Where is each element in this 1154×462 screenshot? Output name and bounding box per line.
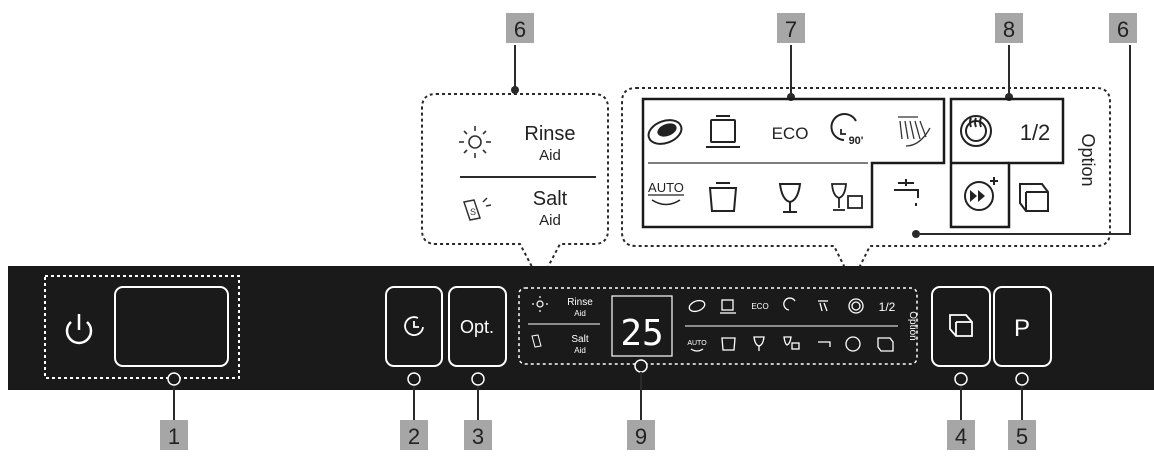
panel-90-icon	[783, 297, 796, 311]
panel-option-label: Option	[907, 311, 918, 340]
half-load-label: 1/2	[1020, 120, 1051, 145]
pot-wash-icon	[706, 115, 740, 148]
digital-display	[611, 295, 673, 357]
option-label: Option	[1078, 133, 1098, 186]
option-button-label: Opt.	[460, 317, 494, 337]
mixed-load-icon	[831, 183, 863, 211]
upper-basket-icon	[1019, 183, 1049, 212]
callout-number: 2	[408, 424, 420, 449]
callout-2: 2	[400, 420, 428, 450]
button-indicator-dots	[167, 359, 1029, 386]
auto-program-icon: AUTO	[648, 180, 684, 206]
callout-number: 4	[955, 424, 967, 449]
panel-hygiene-icon	[848, 298, 864, 314]
callout-6-right: 6	[912, 13, 1137, 238]
salt-icon: S	[463, 197, 492, 221]
heavy-pot-icon	[708, 182, 738, 212]
bubble-outline	[621, 87, 1111, 285]
speed-plus-icon	[964, 177, 998, 211]
callout-number: 9	[635, 424, 647, 449]
option-button[interactable]	[448, 286, 507, 367]
callout-number: 7	[785, 17, 797, 42]
panel-salt-label: Salt	[571, 334, 588, 345]
rinse-aid-icon	[459, 126, 491, 158]
panel-intensive-icon	[688, 299, 706, 313]
hygiene-steam-icon	[960, 115, 992, 147]
leader-dot	[511, 86, 519, 94]
panel-heavy-pot-icon	[721, 337, 736, 351]
program-button-label: P	[1014, 315, 1030, 342]
callout-4: 4	[947, 420, 975, 450]
callout-3: 3	[464, 420, 492, 450]
programs-frame	[641, 97, 946, 229]
svg-text:S: S	[470, 207, 476, 217]
panel-salt-sublabel: Aid	[574, 346, 586, 355]
panel-auto-label: AUTO	[687, 340, 707, 347]
upper-basket-button[interactable]	[931, 286, 991, 367]
panel-half-load-label: 1/2	[879, 300, 896, 314]
delay-start-button[interactable]	[385, 286, 443, 367]
callout-box	[995, 13, 1023, 43]
callout-1: 1	[160, 420, 188, 450]
control-panel-strip	[8, 266, 1154, 390]
rinse-tap-icon	[894, 179, 919, 206]
power-icon	[65, 321, 93, 345]
power-touch-area[interactable]	[114, 286, 229, 367]
callout-box	[506, 13, 534, 43]
panel-salt-icon	[531, 334, 542, 348]
callout-5: 5	[1008, 420, 1036, 450]
panel-rinse-sublabel: Aid	[574, 309, 586, 318]
90-min-program-icon: 90'	[830, 113, 864, 147]
callout-8: 8	[995, 13, 1023, 101]
eco-program-label: ECO	[772, 124, 809, 143]
panel-rinse-label: Rinse	[567, 297, 593, 308]
power-button[interactable]	[65, 314, 93, 345]
program-button[interactable]	[993, 286, 1052, 367]
panel-rinse-aid-icon	[532, 296, 548, 312]
display-region-outline	[518, 287, 918, 365]
quick-rinse-shower-icon	[898, 116, 931, 147]
power-group-outline	[44, 275, 240, 379]
panel-program-icons-row-2	[690, 336, 894, 352]
callout-number: 6	[1117, 17, 1129, 42]
leader-line	[920, 45, 1131, 235]
panel-program-icons-row-1	[688, 297, 864, 314]
callout-number: 1	[168, 424, 180, 449]
salt-sublabel: Aid	[539, 212, 561, 229]
panel-mixed-icon	[783, 336, 792, 346]
display-value: 25	[620, 313, 663, 354]
callout-number: 3	[472, 424, 484, 449]
callout-number: 8	[1003, 17, 1015, 42]
callout-number: 5	[1016, 424, 1028, 449]
90-min-label: 90'	[849, 135, 864, 147]
rinse-aid-sublabel: Aid	[539, 147, 561, 164]
panel-basket-icon	[877, 337, 894, 352]
bottom-leader-lines	[173, 372, 1023, 420]
callout-box	[1109, 13, 1137, 43]
callout-box	[777, 13, 805, 43]
glass-program-icon	[778, 183, 802, 213]
panel-speed-icon	[845, 336, 861, 352]
callout-6-left: 6	[506, 13, 534, 94]
bubble-outline	[421, 93, 609, 285]
rinse-aid-label: Rinse	[524, 123, 575, 145]
panel-glass-icon	[753, 336, 765, 347]
leader-dot	[912, 230, 920, 238]
intensive-wash-icon	[647, 119, 683, 145]
auto-label: AUTO	[648, 180, 684, 195]
delay-clock-icon	[404, 316, 424, 336]
salt-label: Salt	[533, 188, 568, 210]
program-bubble: ECO 90' AUTO	[621, 87, 1111, 285]
panel-tap-icon	[818, 341, 831, 347]
upper-basket-button-icon	[949, 314, 973, 337]
panel-pot-icon	[721, 299, 734, 311]
indicator-bubble: Rinse Aid S Salt Aid	[421, 93, 609, 285]
panel-eco-label: ECO	[751, 302, 768, 311]
callout-9: 9	[627, 420, 655, 450]
callout-number: 6	[514, 17, 526, 42]
